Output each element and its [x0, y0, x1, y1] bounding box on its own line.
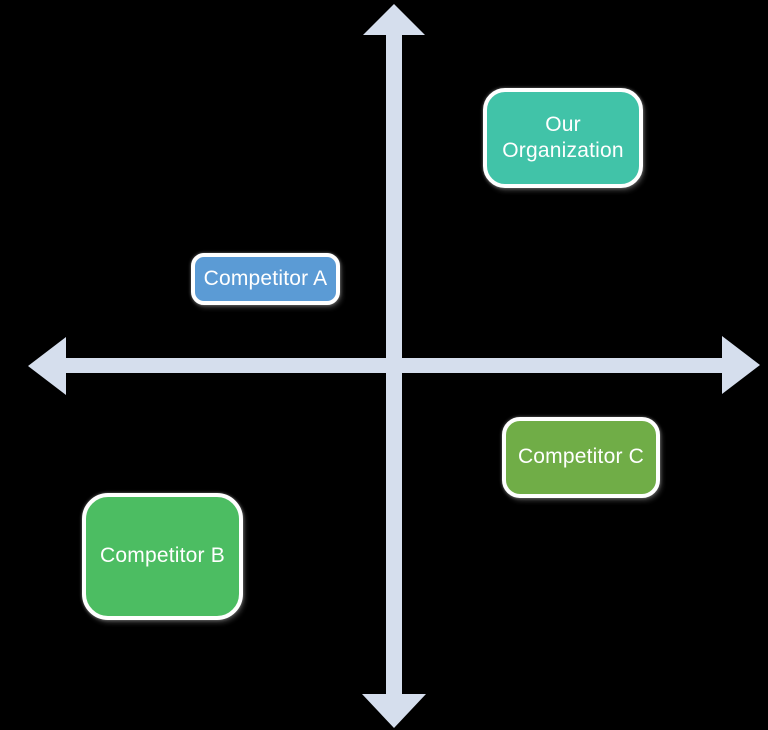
- shape-competitor-a-label: Competitor A: [203, 266, 328, 290]
- shape-competitor-b[interactable]: Competitor B: [82, 493, 243, 620]
- shape-competitor-a[interactable]: Competitor A: [191, 253, 340, 305]
- shape-our-organization[interactable]: Our Organization: [483, 88, 643, 188]
- horizontal-axis-arrow: [28, 336, 760, 395]
- shape-competitor-c[interactable]: Competitor C: [502, 417, 660, 498]
- shape-competitor-b-label: Competitor B: [100, 544, 225, 568]
- shape-competitor-c-label: Competitor C: [517, 445, 645, 469]
- shape-our-organization-label: Our Organization: [502, 112, 624, 162]
